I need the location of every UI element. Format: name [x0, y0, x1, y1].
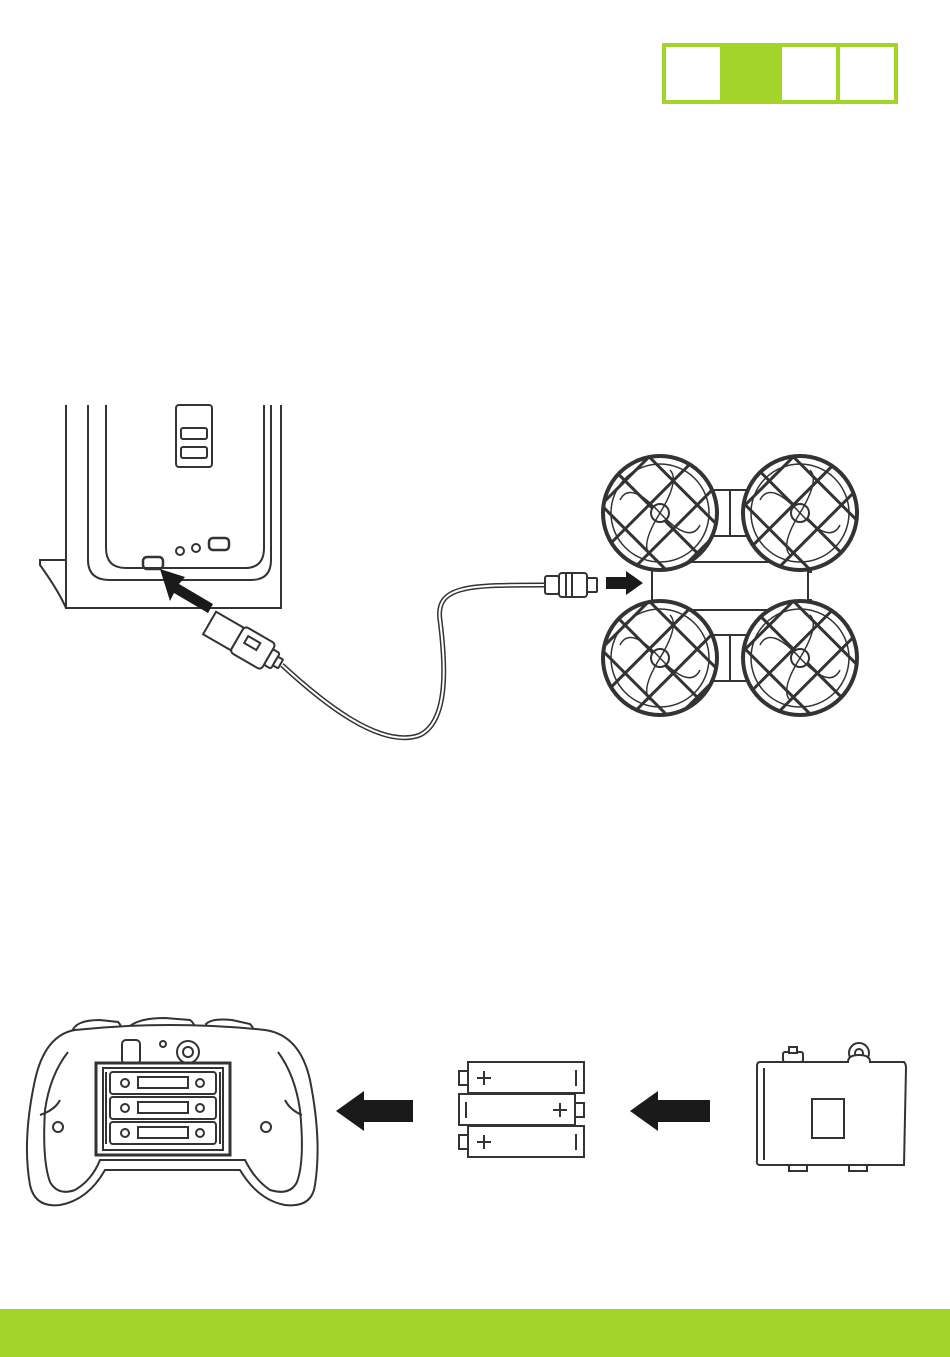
usb-plug — [202, 610, 288, 677]
arrow-icon — [336, 1091, 413, 1131]
rotor-guard-front-right — [740, 453, 860, 573]
battery-2 — [459, 1094, 584, 1125]
battery-1 — [459, 1062, 584, 1093]
computer-tower — [40, 405, 281, 608]
micro-usb-connector — [545, 573, 597, 597]
usb-cable — [282, 585, 545, 738]
footer-bar — [0, 1309, 950, 1357]
arrow-icon — [160, 569, 213, 613]
usb-charging-diagram — [40, 405, 860, 738]
arrow-icon — [606, 571, 643, 595]
rotor-guard-rear-left — [600, 598, 720, 718]
rotor-guard-front-left — [600, 453, 720, 573]
remote-controller — [27, 1018, 318, 1205]
aaa-batteries — [459, 1062, 584, 1157]
rotor-guard-rear-right — [740, 598, 860, 718]
battery-3 — [459, 1126, 584, 1157]
battery-install-diagram — [27, 1018, 906, 1205]
arrow-icon — [630, 1091, 710, 1131]
battery-cover — [757, 1043, 906, 1171]
